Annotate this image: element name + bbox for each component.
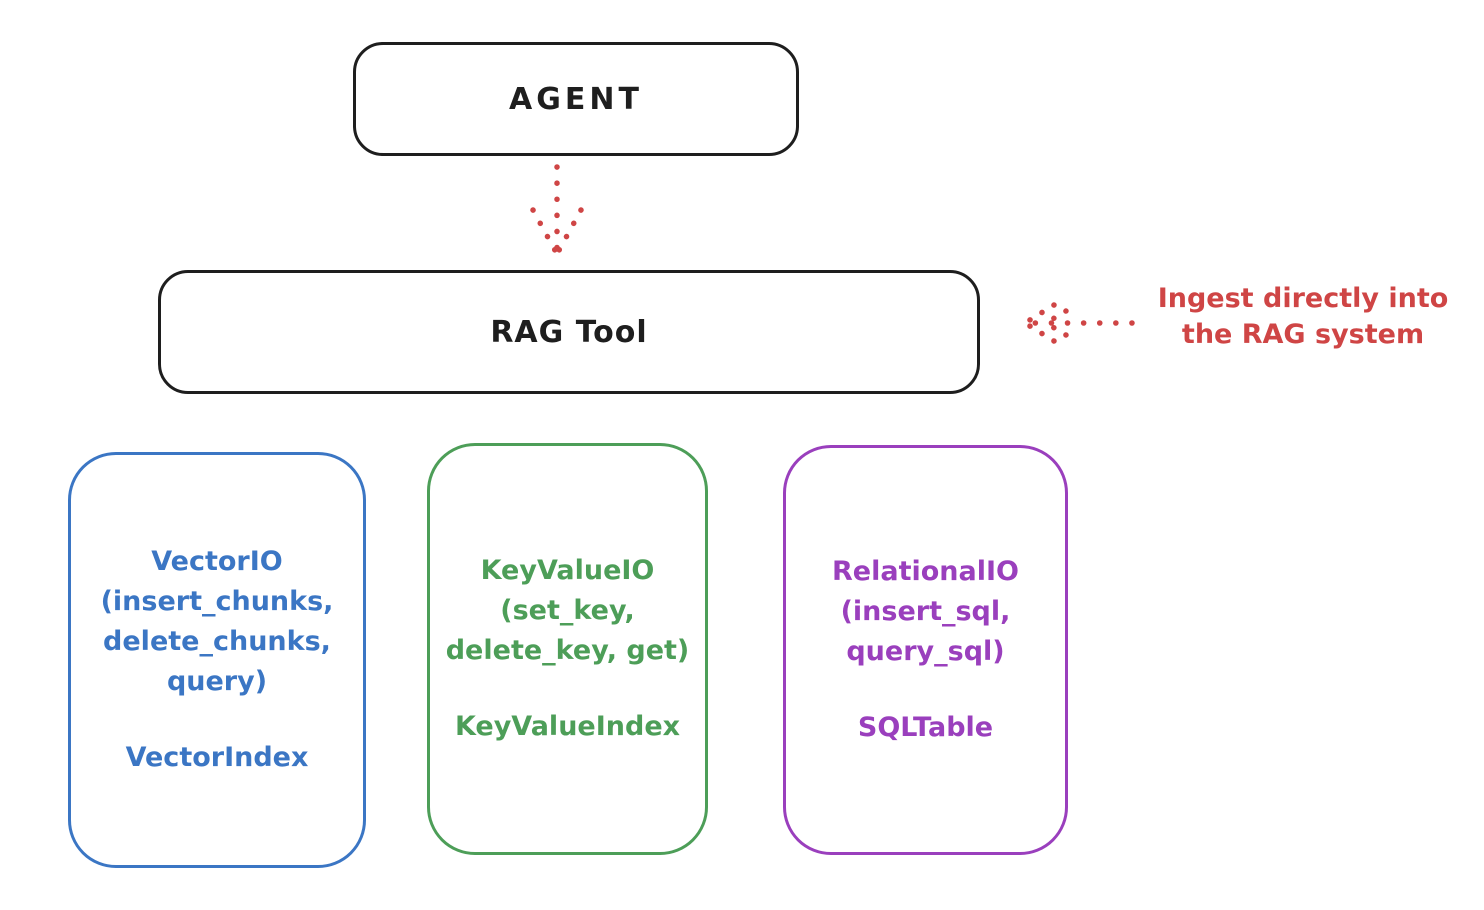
rag-tool-node: RAG Tool xyxy=(158,270,980,394)
key-value-io-node: KeyValueIO (set_key, delete_key, get) Ke… xyxy=(427,443,708,855)
vector-io-line: delete_chunks, xyxy=(103,626,331,657)
ingest-annotation: Ingest directly into the RAG system xyxy=(1128,281,1478,353)
sql-table-label: SQLTable xyxy=(857,712,994,743)
relational-io-line: RelationalIO xyxy=(832,556,1019,587)
agent-node-label: AGENT xyxy=(509,81,643,117)
agent-to-rag-tool-arrow-icon xyxy=(530,164,584,257)
agent-node: AGENT xyxy=(353,42,799,156)
ingest-to-rag-tool-arrow-icon xyxy=(1022,302,1135,344)
relational-io-description: RelationalIO (insert_sql, query_sql) xyxy=(832,552,1019,672)
vector-io-line: query) xyxy=(166,666,268,697)
vector-io-line: VectorIO xyxy=(151,546,283,577)
vector-io-line: (insert_chunks, xyxy=(100,586,334,617)
key-value-io-line: (set_key, xyxy=(500,595,635,626)
relational-io-line: (insert_sql, xyxy=(840,596,1011,627)
vector-index-label: VectorIndex xyxy=(125,742,309,773)
key-value-index-label: KeyValueIndex xyxy=(454,711,681,742)
relational-io-line: query_sql) xyxy=(846,636,1005,667)
ingest-annotation-line2: the RAG system xyxy=(1181,319,1425,350)
rag-tool-node-label: RAG Tool xyxy=(490,314,648,350)
key-value-io-line: delete_key, get) xyxy=(445,635,690,666)
vector-io-description: VectorIO (insert_chunks, delete_chunks, … xyxy=(101,542,334,702)
ingest-annotation-line1: Ingest directly into xyxy=(1157,283,1449,314)
vector-io-node: VectorIO (insert_chunks, delete_chunks, … xyxy=(68,452,366,868)
key-value-io-line: KeyValueIO xyxy=(480,555,655,586)
relational-io-node: RelationalIO (insert_sql, query_sql) SQL… xyxy=(783,445,1068,855)
key-value-io-description: KeyValueIO (set_key, delete_key, get) xyxy=(446,551,690,671)
